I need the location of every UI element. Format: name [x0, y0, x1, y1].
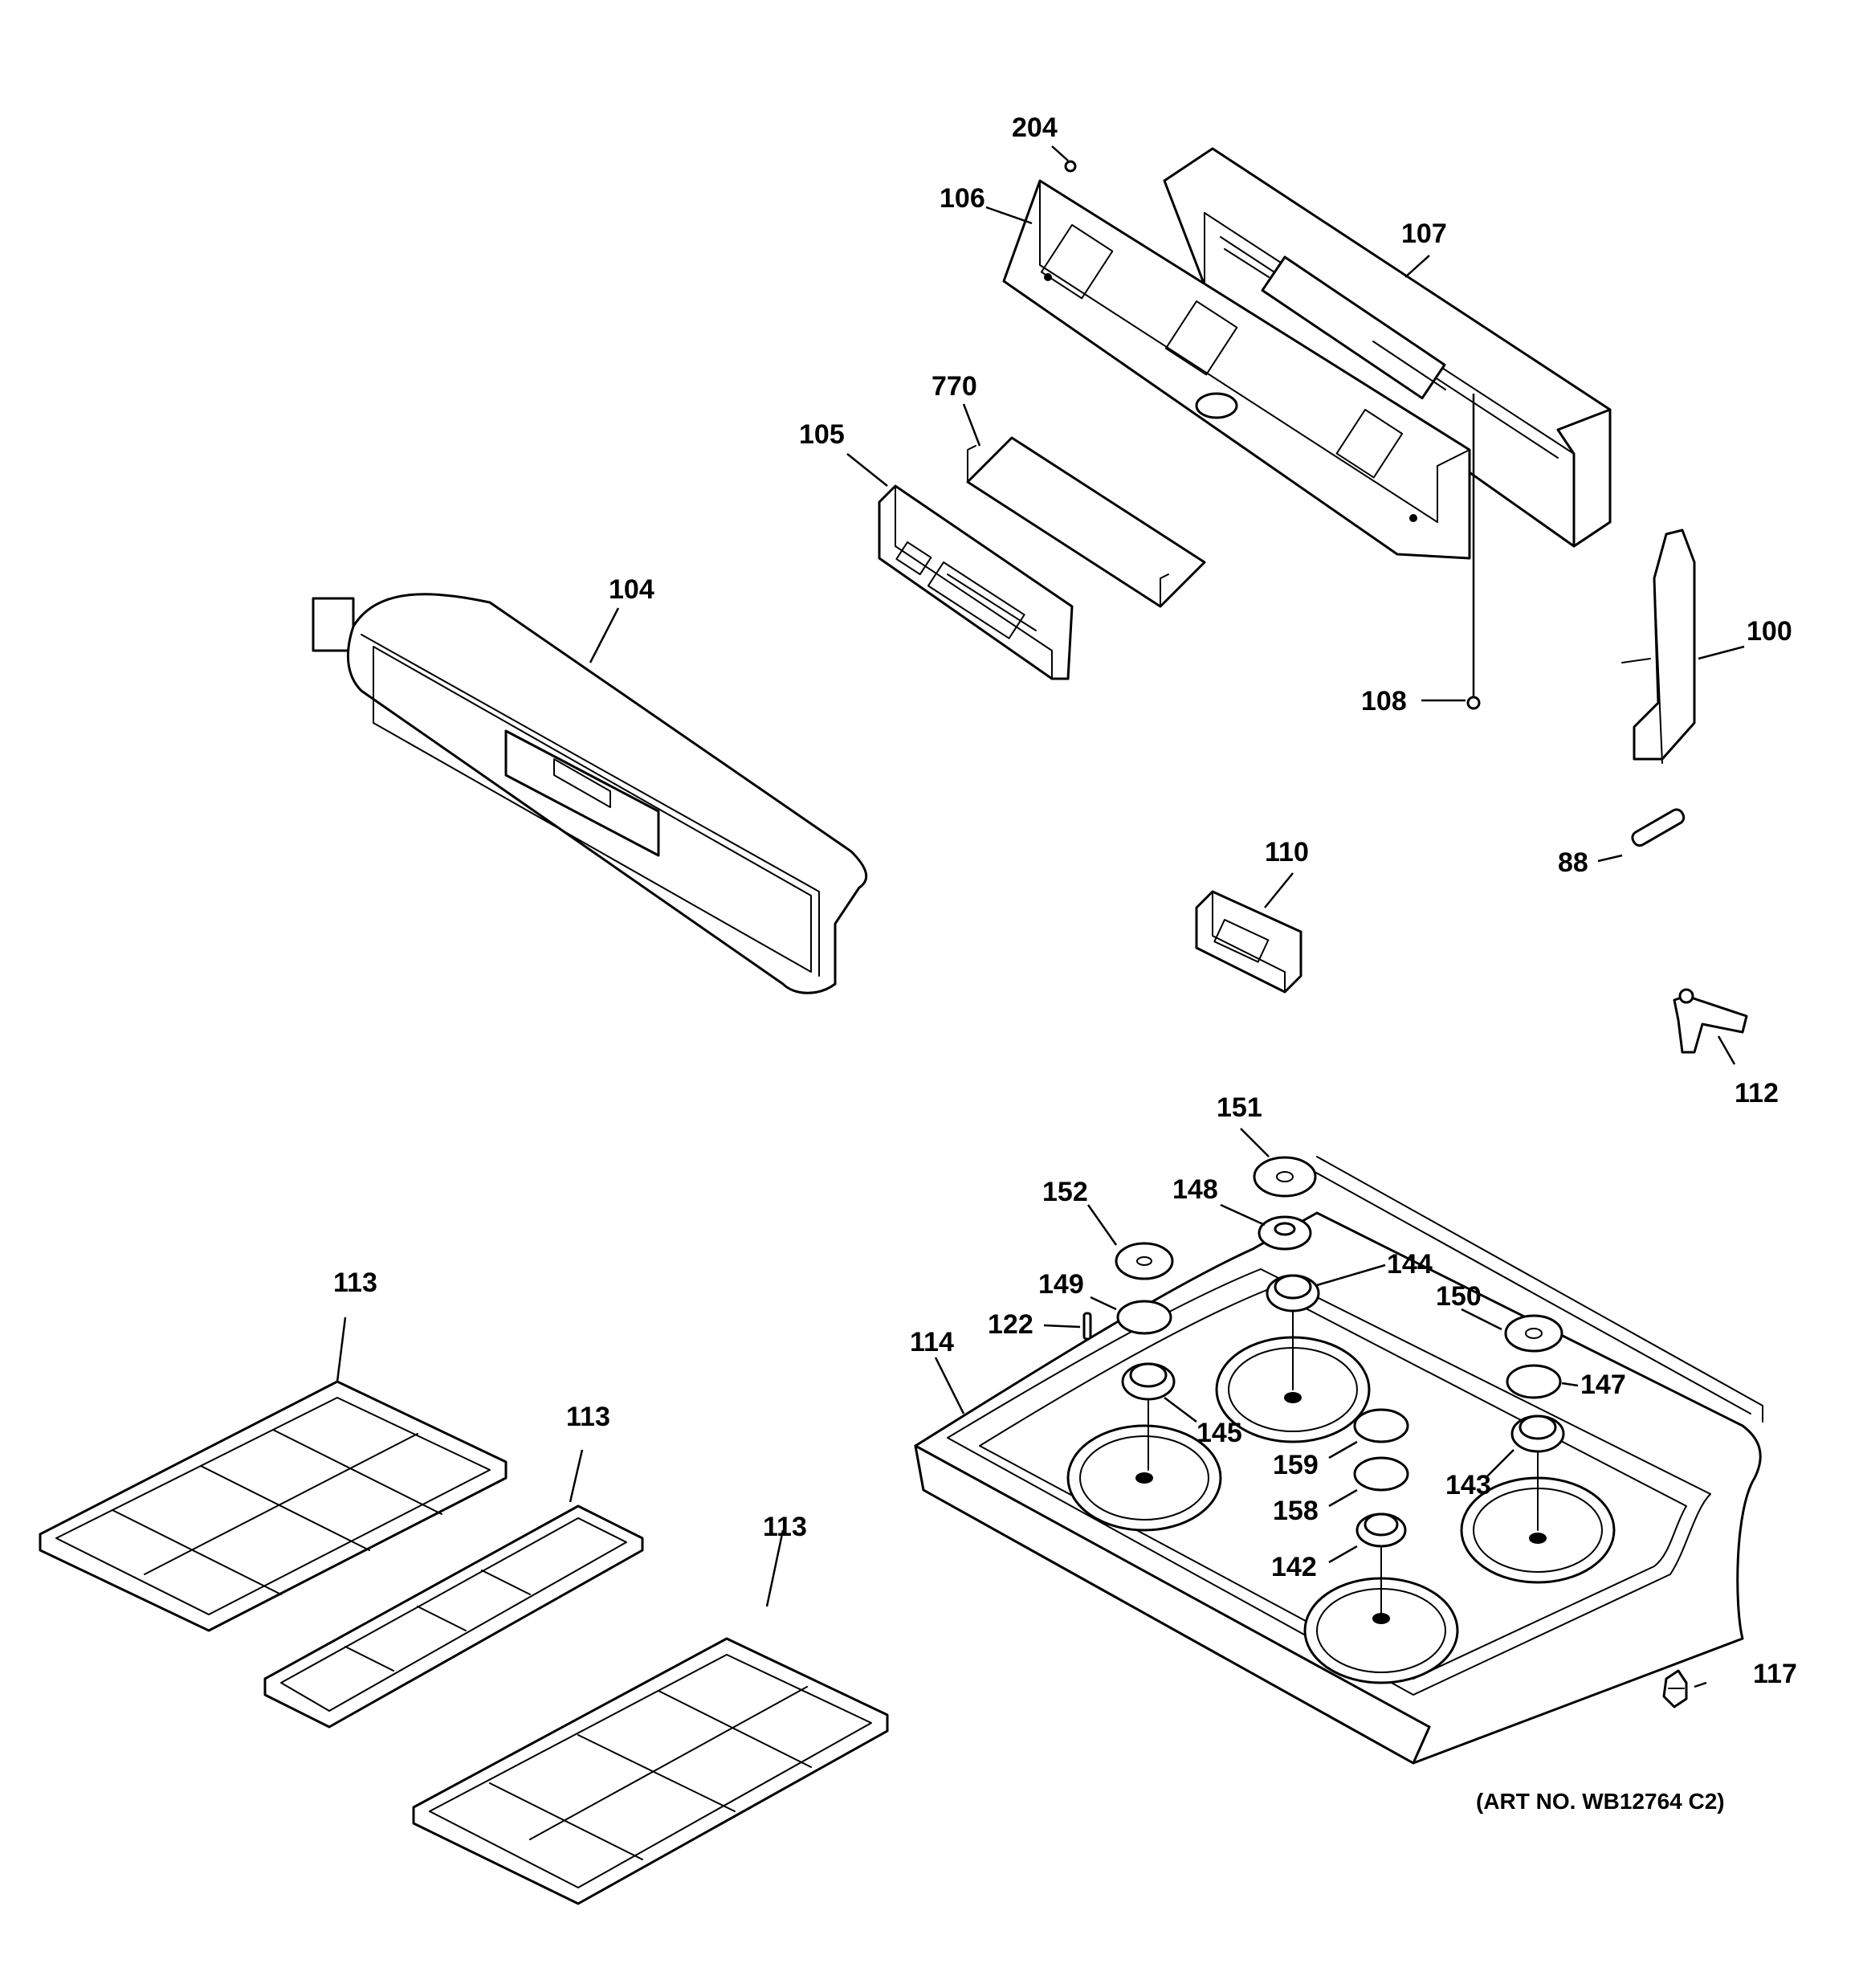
part-150-cap: [1504, 1314, 1563, 1353]
callout-113-right: 113: [763, 1512, 807, 1542]
callout-113-center: 113: [566, 1402, 610, 1432]
part-145-burner-head: [1121, 1362, 1176, 1471]
part-104-control-panel: [312, 593, 868, 994]
callout-117: 117: [1753, 1659, 1797, 1689]
part-149-cap: [1116, 1300, 1172, 1335]
part-143-burner-head: [1510, 1414, 1565, 1531]
callout-150: 150: [1436, 1281, 1482, 1312]
callout-105: 105: [799, 419, 845, 450]
callout-106: 106: [940, 183, 985, 214]
part-106-bracket: [1002, 179, 1471, 560]
callout-770: 770: [932, 371, 977, 402]
part-204-screw: [1064, 160, 1077, 173]
part-114-cooktop: [914, 1156, 1763, 1765]
callout-149: 149: [1038, 1269, 1084, 1300]
callout-104: 104: [609, 574, 654, 605]
callout-labels: 204 106 107 770 105 104 100 108 88 110 1…: [333, 112, 1797, 1814]
callout-100: 100: [1747, 616, 1792, 647]
part-113-grate-left: [39, 1380, 508, 1632]
callout-159: 159: [1273, 1450, 1319, 1480]
callout-88: 88: [1558, 847, 1588, 878]
part-100-side-trim: [1621, 529, 1745, 764]
callout-113-left: 113: [333, 1268, 377, 1298]
callout-143: 143: [1445, 1470, 1491, 1500]
part-122-screw: [1082, 1312, 1092, 1341]
part-88-clip: [1631, 808, 1686, 847]
callout-142: 142: [1271, 1552, 1317, 1582]
callout-144: 144: [1387, 1249, 1433, 1280]
part-142-burner-head: [1355, 1512, 1407, 1615]
callout-122: 122: [988, 1309, 1033, 1340]
part-113-grate-right: [412, 1637, 889, 1905]
callout-204: 204: [1012, 112, 1058, 143]
leader-lines: [336, 145, 1736, 1688]
callout-158: 158: [1273, 1496, 1319, 1526]
part-159-cap: [1353, 1408, 1409, 1443]
callout-107: 107: [1401, 218, 1447, 249]
callout-147: 147: [1580, 1370, 1626, 1400]
part-105-control-board: [878, 484, 1074, 680]
part-148-cap: [1258, 1215, 1312, 1251]
callout-148: 148: [1172, 1174, 1218, 1205]
part-112-switch: [1673, 988, 1748, 1054]
callout-110: 110: [1265, 837, 1309, 867]
part-770-shield: [966, 436, 1206, 608]
callout-152: 152: [1042, 1177, 1088, 1207]
part-107-rear-panel: [1163, 147, 1612, 548]
part-158-cap: [1353, 1456, 1409, 1492]
part-147-cap: [1506, 1364, 1562, 1399]
callout-145: 145: [1196, 1418, 1242, 1448]
callout-114: 114: [910, 1327, 954, 1357]
callout-112: 112: [1735, 1078, 1779, 1108]
part-110-terminal-block: [1195, 890, 1302, 994]
callout-108: 108: [1361, 686, 1407, 716]
art-number: (ART NO. WB12764 C2): [1476, 1789, 1725, 1814]
part-113-grate-center: [263, 1504, 644, 1729]
part-108-screw: [1466, 394, 1481, 710]
part-117-orifice: [1662, 1669, 1688, 1708]
part-151-cap: [1253, 1156, 1317, 1198]
callout-151: 151: [1217, 1092, 1262, 1123]
part-144-burner-head: [1266, 1274, 1320, 1390]
part-152-cap: [1115, 1242, 1174, 1280]
burner-heads: [1082, 1156, 1565, 1615]
